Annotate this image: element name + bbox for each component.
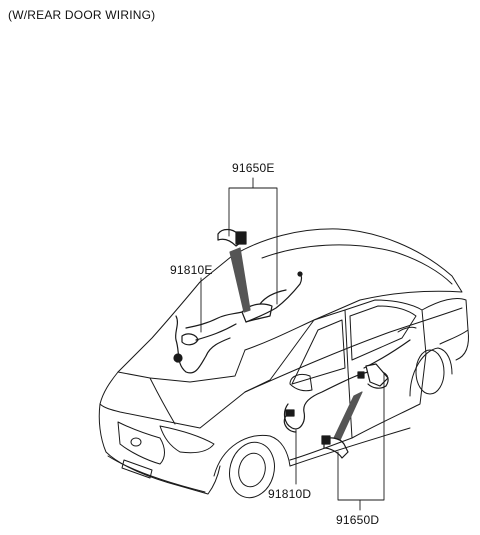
front-door bbox=[269, 309, 353, 461]
part-label-91810E: 91810E bbox=[170, 263, 213, 277]
connector-91810E bbox=[173, 353, 183, 363]
harness-91810E bbox=[174, 315, 231, 374]
wiring bbox=[173, 228, 411, 459]
harness-roof-end bbox=[297, 271, 303, 277]
rear-wheel bbox=[415, 349, 445, 395]
front-wheel-hub bbox=[238, 452, 266, 488]
bracket-rear-door bbox=[365, 363, 389, 387]
connector-rear-door bbox=[357, 371, 365, 379]
connector-91810D bbox=[285, 409, 295, 417]
diagram-caption: (W/REAR DOOR WIRING) bbox=[8, 8, 156, 22]
leader-91650E bbox=[228, 177, 278, 305]
connector-91650D-clip bbox=[321, 435, 331, 445]
rear-quarter bbox=[421, 297, 469, 345]
front-wheel bbox=[229, 441, 275, 499]
harness-91810E-branch2 bbox=[195, 323, 237, 341]
windshield bbox=[117, 255, 246, 383]
rear-door-window bbox=[349, 305, 417, 361]
connector-91810E-clip bbox=[181, 333, 199, 346]
rear-wheel-arch bbox=[409, 347, 453, 397]
front-wheel-arch bbox=[213, 434, 291, 477]
side-belt-line bbox=[244, 307, 463, 393]
roof-inner-line bbox=[261, 244, 453, 285]
grille-emblem bbox=[130, 437, 142, 447]
harness-band-91650E bbox=[229, 247, 251, 313]
connector-91650D bbox=[323, 437, 349, 459]
harness-91810E-branch1 bbox=[185, 311, 243, 329]
harness-roof bbox=[245, 273, 303, 323]
rear-door bbox=[344, 299, 427, 439]
part-label-91650E: 91650E bbox=[232, 161, 275, 175]
headlight bbox=[159, 425, 215, 454]
grille bbox=[117, 421, 165, 465]
harness-roof-branch bbox=[259, 289, 287, 305]
part-label-91650D: 91650D bbox=[336, 513, 380, 527]
leader-91650D bbox=[337, 373, 385, 511]
front-door-window bbox=[291, 319, 346, 385]
harness-91810D bbox=[283, 375, 357, 430]
door-handle bbox=[397, 326, 417, 333]
front-bumper bbox=[98, 403, 221, 495]
part-label-91810D: 91810D bbox=[268, 487, 312, 501]
harness-band-91650D bbox=[333, 391, 363, 441]
side-mirror bbox=[289, 373, 313, 392]
license-plate bbox=[121, 459, 153, 479]
rear-bumper bbox=[455, 329, 469, 361]
leader-lines bbox=[200, 177, 385, 511]
car-body bbox=[98, 228, 469, 499]
car-roof bbox=[231, 228, 463, 351]
hood-crease bbox=[149, 377, 176, 425]
connector-91650E-clip bbox=[235, 231, 247, 245]
side-sill bbox=[289, 427, 411, 467]
front-lower-lip bbox=[107, 455, 206, 493]
hood bbox=[99, 371, 271, 429]
